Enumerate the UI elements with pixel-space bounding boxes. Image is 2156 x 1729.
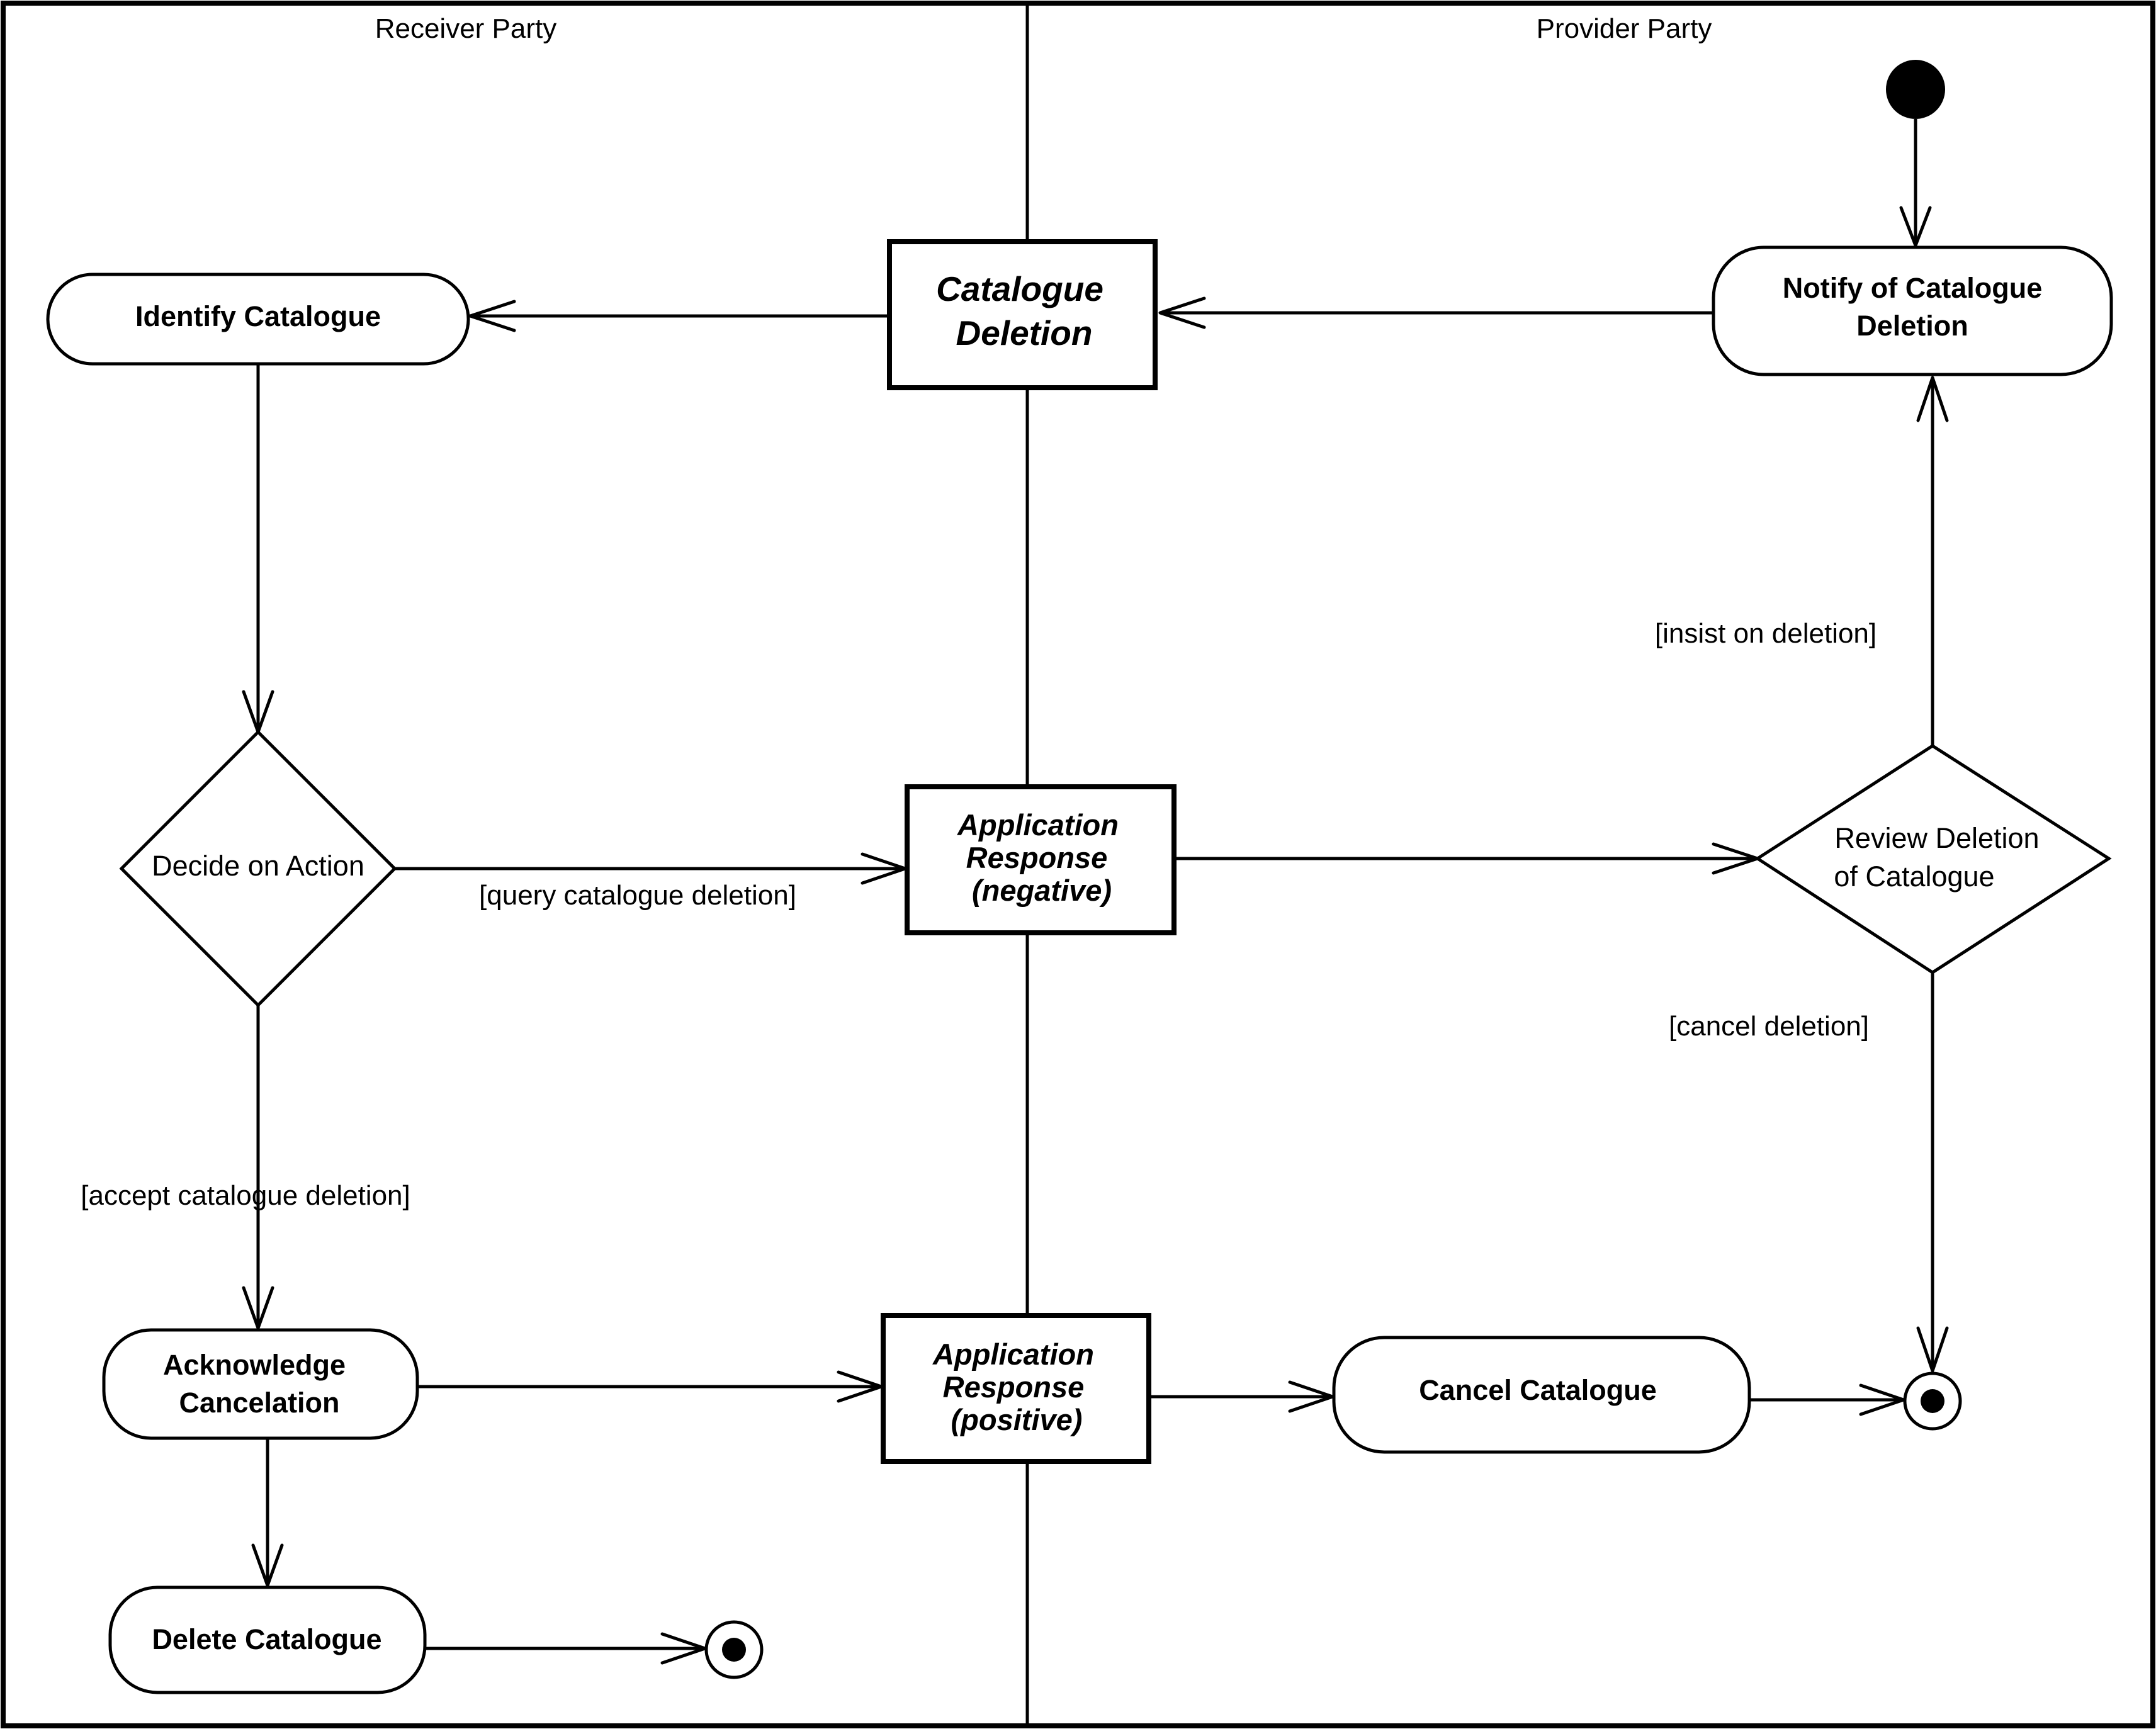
edge-notify-to-catalogue-deletion [1158,296,1713,329]
action-delete-catalogue: Delete Catalogue [108,1585,427,1694]
edge-catalogue-deletion-to-identify [468,300,888,332]
decision-review-label-line2: of Catalogue [1834,860,1994,893]
edge-review-to-final-right [1916,972,1949,1373]
edge-acknowledge-to-delete [251,1438,284,1587]
action-acknowledge-cancelation: Acknowledge Cancelation [102,1328,419,1440]
object-application-response-negative: Application Response (negative) [905,784,1177,935]
action-cancel-catalogue-label: Cancel Catalogue [1419,1374,1657,1406]
edge-cancel-to-final-right [1749,1383,1905,1416]
guard-insist-on-deletion: [insist on deletion] [1655,618,1877,649]
object-app-response-positive-line3: (positive) [951,1403,1083,1436]
edge-identify-to-decide [242,364,274,734]
edge-decide-to-acknowledge [242,1005,274,1330]
guard-accept-catalogue-deletion: [accept catalogue deletion] [81,1180,410,1211]
object-catalogue-deletion-line1: Catalogue [936,269,1103,308]
action-delete-catalogue-label: Delete Catalogue [152,1623,381,1655]
edge-decide-to-app-response-negative [395,852,907,885]
guard-query-catalogue-deletion: [query catalogue deletion] [479,880,796,911]
edge-acknowledge-to-app-response-positive [418,1370,883,1403]
object-app-response-negative-line2: Response [966,841,1108,874]
decision-decide-on-action-label: Decide on Action [152,850,364,882]
guard-cancel-deletion: [cancel deletion] [1669,1011,1869,1042]
edge-review-to-notify [1916,376,1949,746]
final-node-right [1903,1371,1962,1431]
edge-app-response-negative-to-review [1175,842,1759,875]
object-catalogue-deletion: Catalogue Deletion [887,239,1158,390]
action-acknowledge-label-line1: Acknowledge [163,1349,346,1381]
edge-delete-to-final-left [425,1632,707,1665]
object-app-response-negative-line1: Application [957,808,1119,842]
object-app-response-positive-line2: Response [943,1370,1085,1404]
action-identify-catalogue-label: Identify Catalogue [135,300,381,332]
initial-node [1886,60,1945,119]
decision-review-label-line1: Review Deletion [1834,822,2039,854]
action-cancel-catalogue: Cancel Catalogue [1332,1336,1751,1454]
decision-decide-on-action: Decide on Action [119,729,397,1008]
swimlane-title-receiver: Receiver Party [375,13,557,44]
object-catalogue-deletion-line2: Deletion [956,313,1093,352]
object-app-response-negative-line3: (negative) [972,874,1112,907]
edge-app-response-positive-to-cancel [1149,1380,1335,1413]
action-identify-catalogue: Identify Catalogue [46,273,470,366]
object-app-response-positive-line1: Application [932,1338,1094,1371]
action-acknowledge-label-line2: Cancelation [179,1387,339,1419]
object-application-response-positive: Application Response (positive) [881,1313,1151,1464]
action-notify-of-catalogue-deletion: Notify of Catalogue Deletion [1712,245,2113,376]
swimlane-title-provider: Provider Party [1537,13,1712,44]
decision-review-deletion-of-catalogue: Review Deletion of Catalogue [1754,744,2112,974]
action-notify-label-line1: Notify of Catalogue [1783,272,2043,304]
final-node-left [704,1620,764,1679]
action-notify-label-line2: Deletion [1856,310,1968,342]
edge-initial-to-notify [1899,119,1932,247]
